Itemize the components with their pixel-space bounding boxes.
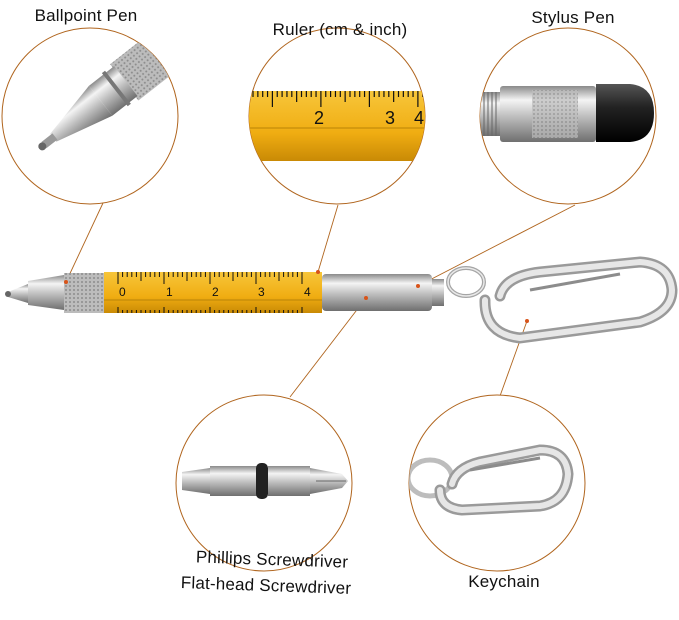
label-ballpoint-pen: Ballpoint Pen [34, 6, 138, 25]
ballpoint-pen-detail [1, 27, 179, 205]
zoom-tick-label-2: 2 [314, 108, 324, 128]
zoom-tick-label-3: 3 [385, 108, 395, 128]
ruler-tick-label-1: 1 [166, 285, 173, 299]
label-stylus-pen: Stylus Pen [531, 8, 615, 27]
multitool-pen [5, 256, 678, 344]
ruler-tick-label-3: 3 [258, 285, 265, 299]
keychain-detail [408, 394, 586, 572]
zoom-tick-label-4: 4 [414, 108, 424, 128]
ruler-tick-label-4: 4 [304, 285, 311, 299]
label-ruler: Ruler (cm & inch) [272, 20, 408, 39]
ruler-tick-label-0: 0 [119, 285, 126, 299]
label-keychain: Keychain [468, 572, 540, 591]
ruler-detail [248, 27, 426, 205]
screwdriver-detail [175, 394, 353, 572]
ruler-tick-label-2: 2 [212, 285, 219, 299]
stylus-pen-detail [479, 27, 657, 205]
